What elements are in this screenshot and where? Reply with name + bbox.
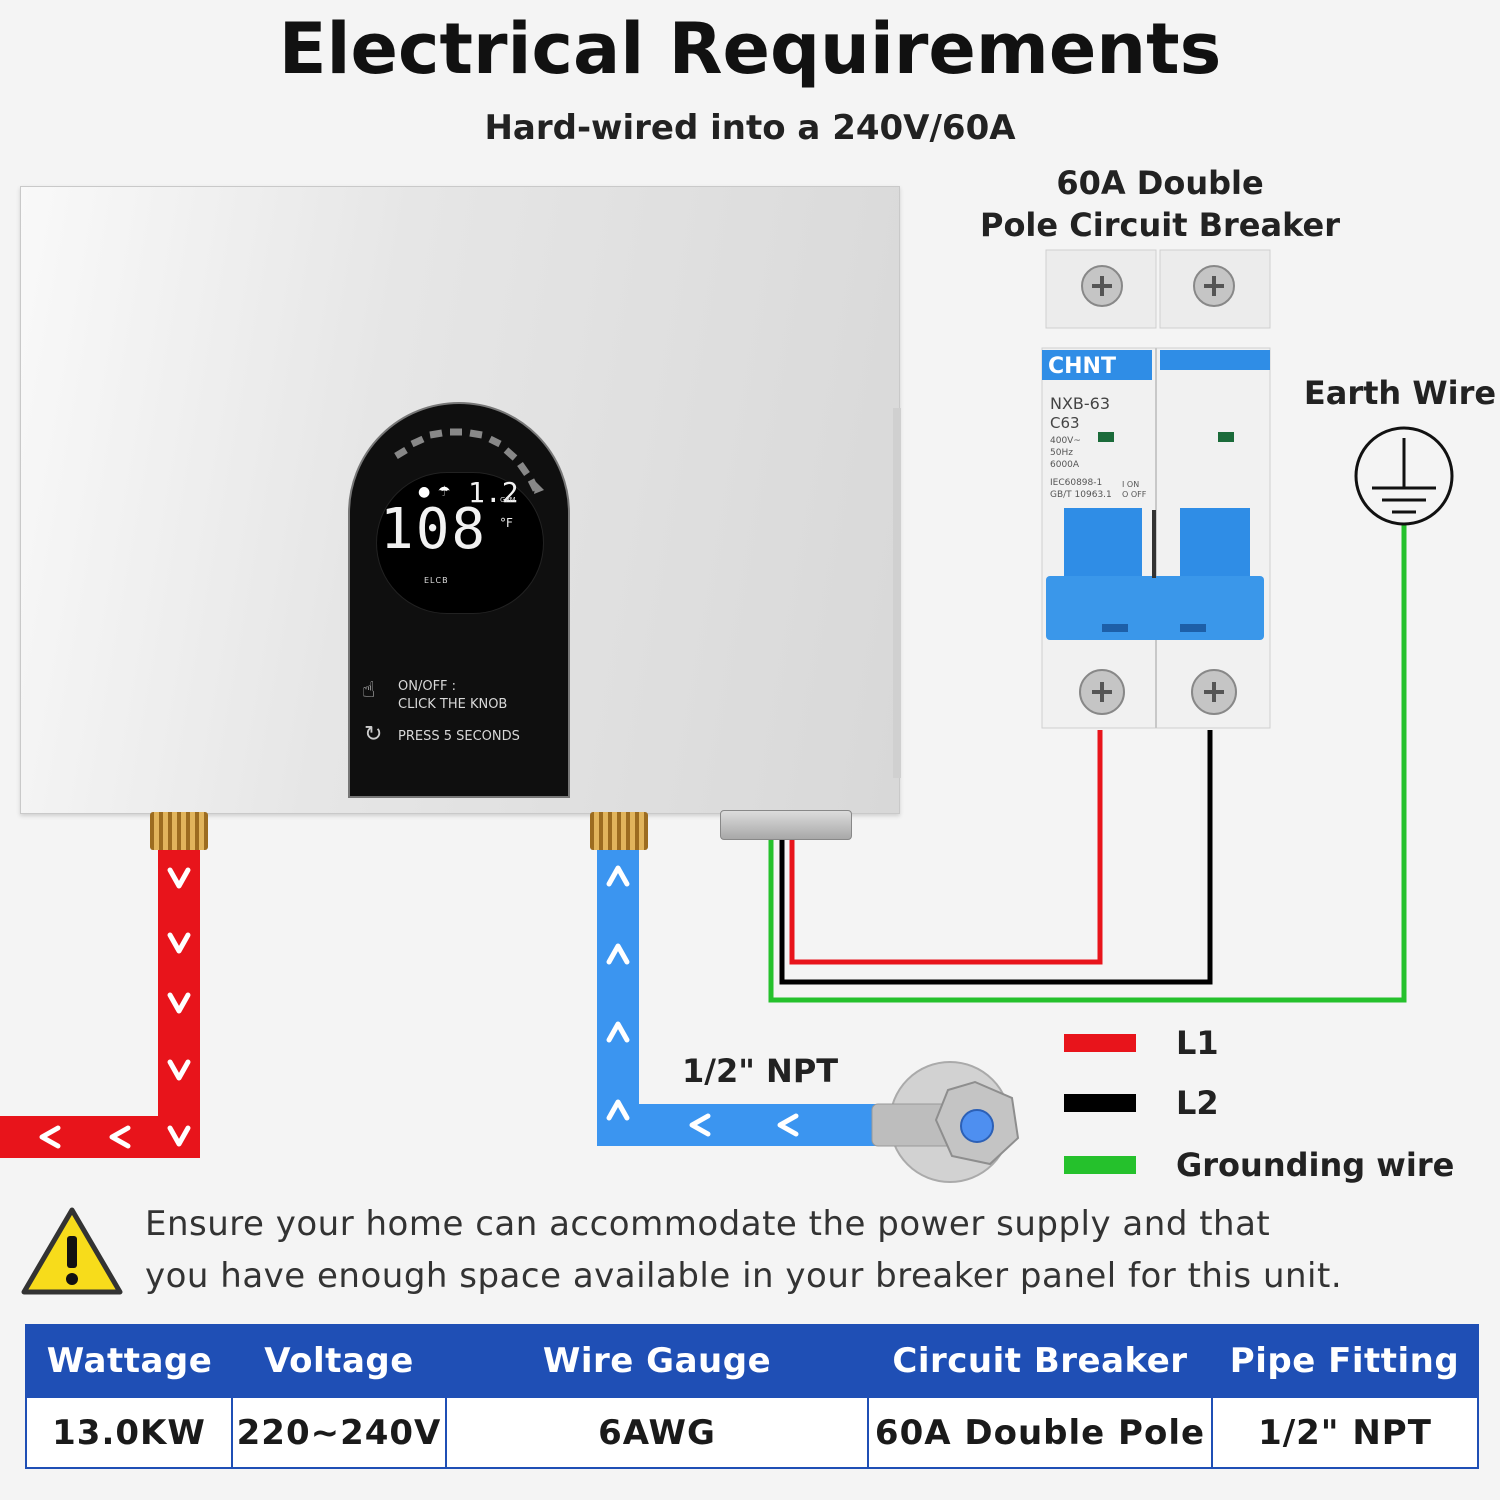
warning-line1: Ensure your home can accommodate the pow…: [145, 1204, 1271, 1244]
onoff-line2: CLICK THE KNOB: [398, 697, 508, 712]
earth-ground-icon: [1354, 426, 1454, 526]
value-circuit-breaker: 60A Double Pole: [867, 1396, 1213, 1469]
header-wire-gauge: Wire Gauge: [446, 1325, 868, 1397]
pipe-size-label: 1/2" NPT: [682, 1052, 839, 1090]
touch-hand-icon: ☝: [362, 678, 376, 703]
cold-water-pipe: [597, 848, 897, 1146]
breaker-spec-4: GB/T 10963.1: [1050, 490, 1112, 500]
breaker-title-line1: 60A Double: [1056, 164, 1264, 202]
elcb-label: ELCB: [424, 576, 449, 585]
breaker-title: 60A Double Pole Circuit Breaker: [960, 162, 1360, 246]
flow-dial-icon: [394, 428, 544, 494]
onoff-line1: ON/OFF :: [398, 679, 457, 694]
breaker-spec-3: IEC60898-1: [1050, 478, 1103, 488]
heater-side-edge: [893, 408, 901, 778]
temperature-unit: °F: [500, 516, 513, 530]
wiring-diagram: [0, 426, 1454, 1183]
page-title: Electrical Requirements: [278, 8, 1222, 90]
breaker-on-label: I ON: [1122, 480, 1140, 489]
shower-icon: ☂: [438, 484, 451, 500]
temperature-value: 108: [380, 497, 488, 562]
water-drop-icon: ●: [418, 484, 431, 500]
spec-table: Wattage Voltage Wire Gauge Circuit Break…: [25, 1324, 1479, 1469]
value-wire-gauge: 6AWG: [445, 1396, 869, 1469]
value-voltage: 220~240V: [231, 1396, 447, 1469]
earth-wire-label: Earth Wire: [1303, 374, 1497, 412]
header-voltage: Voltage: [232, 1325, 446, 1397]
shutoff-valve-icon: [871, 1061, 1020, 1183]
control-panel: ● ☂ 1.2 GPM 108 °F ELCB ☝ ON/OFF : CLICK…: [348, 402, 570, 798]
breaker-off-label: O OFF: [1122, 490, 1147, 499]
legend-swatch-ground: [1064, 1156, 1136, 1174]
legend-label-l1: L1: [1176, 1024, 1219, 1062]
cable-junction-box: [720, 810, 852, 840]
header-pipe-fitting: Pipe Fitting: [1212, 1325, 1478, 1397]
page-subtitle: Hard-wired into a 240V/60A: [484, 108, 1016, 148]
hot-outlet-fitting: [150, 812, 208, 850]
legend-swatch-l2: [1064, 1094, 1136, 1112]
hot-water-pipe: [0, 848, 200, 1158]
value-pipe-fitting: 1/2" NPT: [1211, 1396, 1479, 1469]
cold-inlet-fitting: [590, 812, 648, 850]
lcd-display: [376, 472, 544, 614]
warning-line2: you have enough space available in your …: [145, 1256, 1343, 1296]
warning-icon: [21, 1207, 123, 1295]
breaker-title-line2: Pole Circuit Breaker: [979, 206, 1340, 244]
spec-header-row: Wattage Voltage Wire Gauge Circuit Break…: [26, 1325, 1478, 1397]
l2-wire: [779, 730, 1213, 985]
l1-wire: [789, 730, 1103, 965]
flow-rate-unit: GPM: [500, 496, 516, 504]
rotate-icon: ↻: [364, 722, 383, 747]
breaker-body-icon: [1041, 249, 1271, 729]
legend-label-ground: Grounding wire: [1176, 1146, 1455, 1184]
circuit-breaker: CHNT NXB-63 C63 400V~ 50Hz 6000A IEC6089…: [1040, 248, 1274, 732]
breaker-spec-2: 6000A: [1050, 460, 1080, 470]
breaker-spec-0: 400V~: [1050, 436, 1081, 446]
ground-wire: [768, 524, 1407, 1003]
press-instruction: PRESS 5 SECONDS: [398, 729, 520, 744]
breaker-spec-1: 50Hz: [1050, 448, 1073, 458]
spec-value-row: 13.0KW 220~240V 6AWG 60A Double Pole 1/2…: [25, 1396, 1479, 1469]
onoff-instruction: ON/OFF : CLICK THE KNOB: [398, 678, 507, 714]
warning-message: Ensure your home can accommodate the pow…: [145, 1198, 1425, 1302]
flow-rate-value: 1.2: [468, 476, 519, 509]
header-circuit-breaker: Circuit Breaker: [868, 1325, 1212, 1397]
header-wattage: Wattage: [26, 1325, 232, 1397]
electrical-wires: [768, 524, 1407, 1003]
legend-label-l2: L2: [1176, 1084, 1219, 1122]
legend-swatch-l1: [1064, 1034, 1136, 1052]
breaker-rating: C63: [1050, 414, 1080, 432]
value-wattage: 13.0KW: [25, 1396, 233, 1469]
breaker-model: NXB-63: [1050, 394, 1111, 413]
breaker-brand: CHNT: [1048, 354, 1116, 379]
